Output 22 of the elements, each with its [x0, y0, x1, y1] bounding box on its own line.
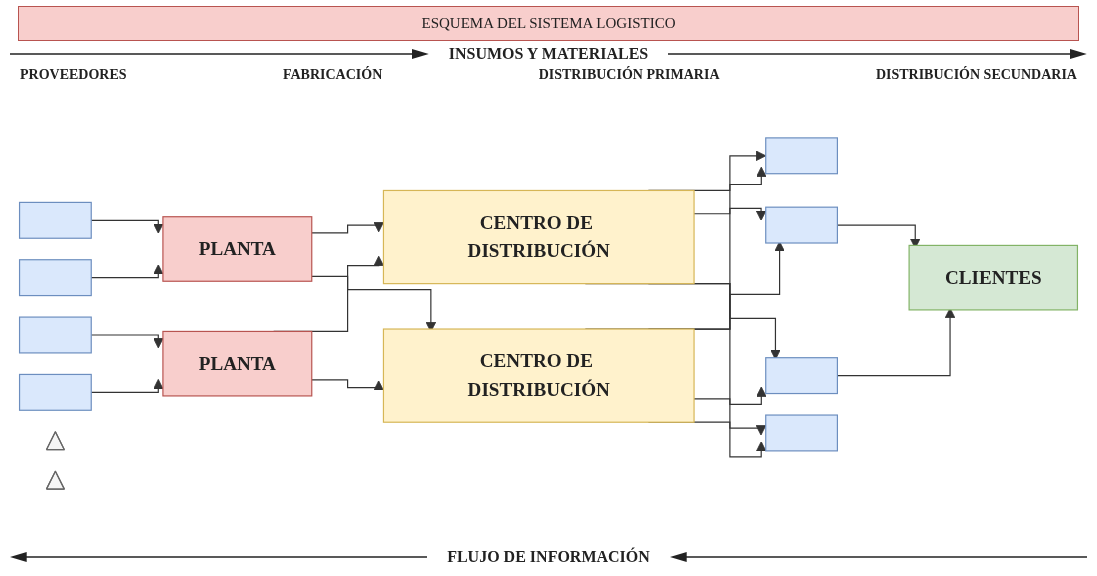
node-box: CENTRO DE DISTRIBUCIÓN	[382, 328, 695, 423]
section-label: DISTRIBUCIÓN PRIMARIA	[538, 67, 720, 83]
node-box: CLIENTES	[908, 244, 1079, 311]
title-banner: ESQUEMA DEL SISTEMA LOGISTICO	[18, 6, 1079, 41]
node-box: PLANTA	[162, 330, 313, 397]
node-box: PLANTA	[162, 216, 313, 282]
section-label: INSUMOS Y MATERIALES	[448, 45, 649, 63]
section-label: FABRICACIÓN	[282, 67, 383, 83]
arrow	[311, 379, 384, 391]
node-box	[18, 373, 92, 411]
section-label: PROVEEDORES	[20, 67, 127, 83]
node-box	[18, 201, 92, 239]
section-label: DISTRIBUCIÓN SECUNDARIA	[875, 67, 1077, 83]
arrow	[311, 221, 384, 234]
node-box	[18, 316, 92, 354]
section-label: FLUJO DE INFORMACIÓN	[447, 548, 650, 566]
node-box	[765, 206, 838, 244]
node-box	[765, 137, 838, 175]
node-box	[765, 357, 838, 395]
node-box: CENTRO DE DISTRIBUCIÓN	[382, 189, 695, 285]
node-box	[765, 414, 838, 452]
node-box	[18, 259, 92, 297]
